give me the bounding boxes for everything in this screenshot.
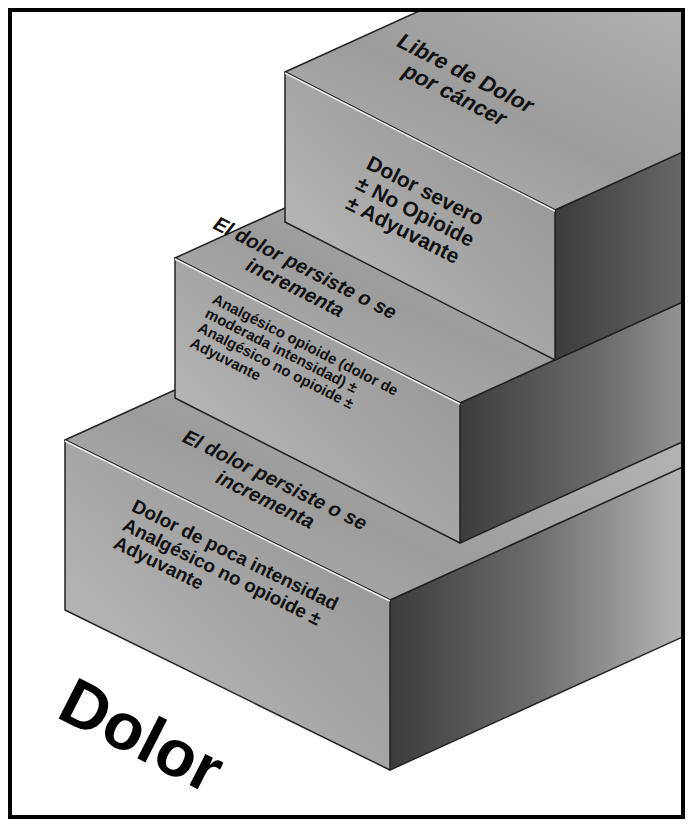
ladder-step: Libre de Dolor por cáncerDolor severo ± … bbox=[285, 0, 693, 360]
ladder-label: Dolor bbox=[48, 662, 236, 808]
step-side-face bbox=[390, 450, 693, 770]
step-shape bbox=[285, 0, 693, 360]
